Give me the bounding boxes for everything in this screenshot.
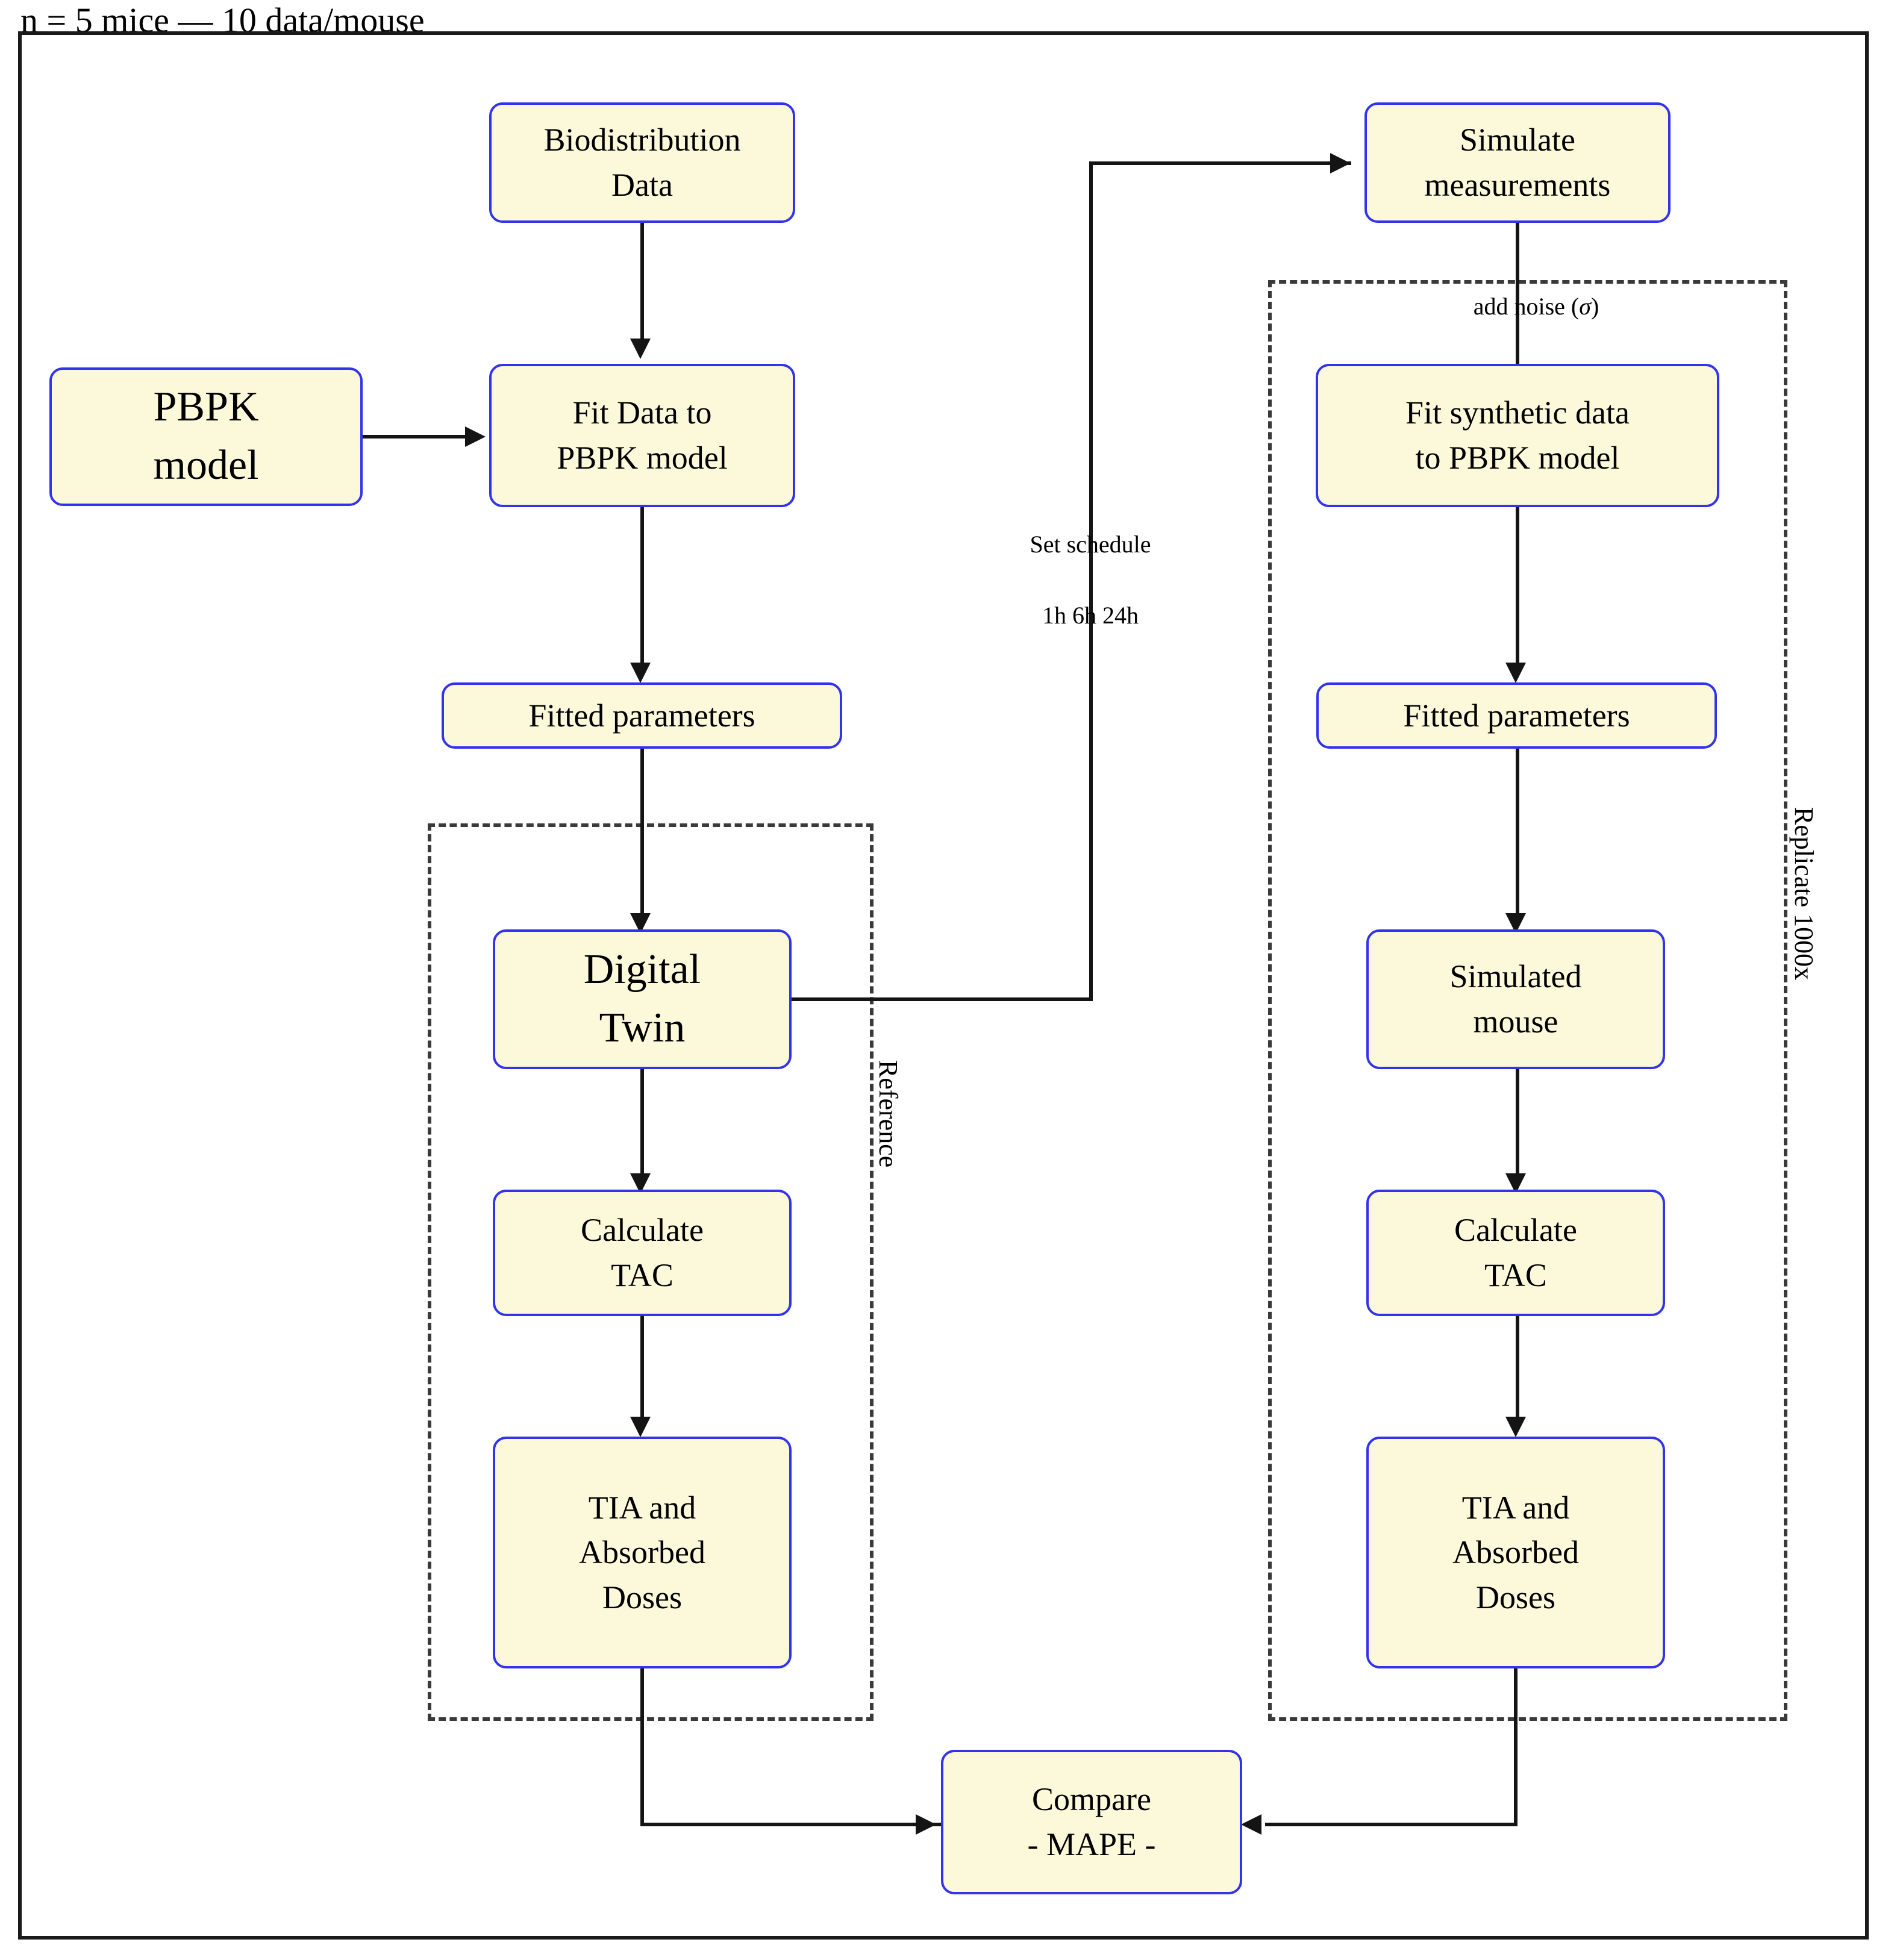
edge-digital-twin-branch-horizontal [792,997,1093,1001]
edge-pbpk-to-fit [363,435,468,439]
node-fit-data-to-pbpk[interactable]: Fit Data to PBPK model [489,364,795,507]
reference-group-label: Reference [874,1060,903,1168]
node-compare-mape[interactable]: Compare - MAPE - [941,1750,1242,1894]
node-line: Twin [599,1005,686,1051]
replicate-group-label: Replicate 1000x [1789,807,1819,981]
node-fit-synthetic-data[interactable]: Fit synthetic data to PBPK model [1316,364,1719,507]
edge-fitted-params-to-simulated-mouse [1516,749,1519,917]
node-line: measurements [1424,167,1611,203]
edge-fit-synthetic-to-fitted-params [1516,507,1519,667]
node-line: TAC [1484,1257,1547,1293]
edge-digital-twin-to-calculate-tac [640,1069,644,1178]
edge-calculate-tac-to-tia-left [640,1316,644,1422]
edge-fitted-params-to-digital-twin [640,749,644,917]
node-simulated-mouse[interactable]: Simulated mouse [1366,929,1665,1069]
node-biodistribution-data[interactable]: Biodistribution Data [489,102,795,223]
node-line: TAC [611,1257,674,1293]
edge-tia-right-to-compare-vertical [1514,1668,1517,1826]
edge-simulate-to-fit-synthetic [1516,223,1519,381]
edge-tia-left-to-compare-horizontal [640,1823,945,1826]
arrowhead-left [1241,1814,1261,1835]
node-line: PBPK [153,384,259,431]
node-line: - MAPE - [1027,1826,1156,1862]
node-line: Simulate [1460,122,1575,158]
arrowhead-down [1505,663,1526,683]
edge-label-set-schedule: Set schedule [1030,531,1151,558]
edge-label-add-noise: add noise (σ) [1434,292,1639,320]
node-simulate-measurements[interactable]: Simulate measurements [1364,102,1671,223]
diagram-frame [18,31,1869,1940]
node-line: model [153,442,259,488]
node-line: Digital [583,946,701,993]
arrowhead-down [630,339,651,359]
replicate-group-box [1268,280,1787,1721]
node-line: Fit synthetic data [1405,395,1630,431]
add-noise-prefix: add noise ( [1473,293,1580,320]
edge-simulated-mouse-to-calculate-tac [1516,1069,1519,1178]
arrowhead-down [630,663,651,683]
node-line: mouse [1473,1003,1558,1040]
arrowhead-right [916,1814,936,1835]
node-line: Biodistribution [543,122,741,158]
node-fitted-parameters-right[interactable]: Fitted parameters [1316,682,1717,749]
edge-label-schedule-times: 1h 6h 24h [1042,602,1139,629]
node-calculate-tac-right[interactable]: Calculate TAC [1366,1190,1665,1316]
node-line: Data [611,167,673,203]
node-digital-twin[interactable]: Digital Twin [493,929,792,1069]
arrowhead-down [630,1417,651,1437]
node-calculate-tac-left[interactable]: Calculate TAC [493,1190,792,1316]
node-line: Compare [1032,1781,1151,1818]
node-line: Doses [1476,1579,1555,1615]
node-line: Calculate [1454,1212,1577,1249]
node-fitted-parameters-left[interactable]: Fitted parameters [442,682,842,749]
node-line: Fitted parameters [1403,697,1630,734]
node-line: TIA and [1461,1489,1570,1526]
edge-schedule-vertical [1089,161,1093,1001]
node-line: Absorbed [579,1534,705,1571]
node-tia-doses-left[interactable]: TIA and Absorbed Doses [493,1437,792,1668]
node-line: to PBPK model [1415,440,1620,476]
node-line: Calculate [581,1212,704,1249]
arrowhead-down [1505,1417,1526,1437]
node-pbpk-model[interactable]: PBPK model [49,367,363,506]
edge-biodistribution-to-fit [640,223,644,343]
edge-schedule-to-simulate [1089,161,1351,165]
edge-calculate-tac-to-tia-right [1516,1316,1519,1422]
arrowhead-right [465,426,486,447]
edge-fit-to-fitted-params [640,507,644,667]
arrowhead-right [1330,153,1351,173]
node-tia-doses-right[interactable]: TIA and Absorbed Doses [1366,1437,1665,1668]
node-line: Doses [602,1579,682,1615]
edge-tia-right-to-compare-horizontal [1265,1823,1516,1826]
add-noise-suffix: ) [1590,293,1599,320]
node-line: Simulated [1449,958,1582,995]
node-line: TIA and [588,1489,696,1526]
node-line: Fit Data to [572,395,712,431]
node-line: Fitted parameters [528,697,755,734]
reference-group-box [428,823,874,1721]
node-line: PBPK model [557,440,728,476]
sigma-symbol: σ [1579,293,1591,320]
edge-tia-left-to-compare-vertical [640,1668,644,1826]
node-line: Absorbed [1452,1534,1579,1571]
